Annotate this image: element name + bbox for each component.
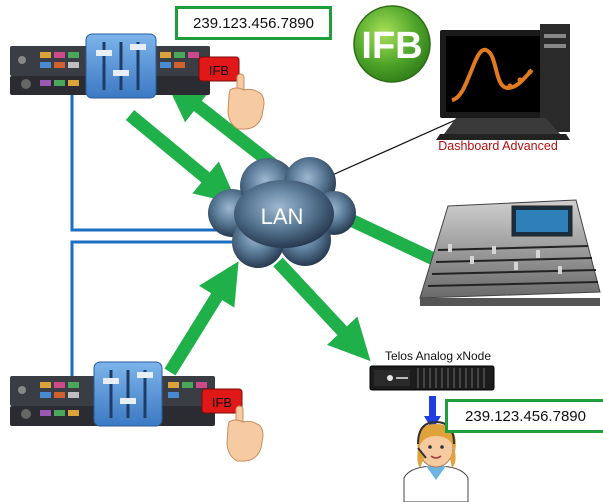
link-bottom-mixer: [70, 240, 232, 380]
lan-cloud: LAN: [208, 157, 356, 268]
ifb-button-bottom[interactable]: [201, 388, 243, 414]
arrow-top-mixer-to-lan: [125, 109, 238, 204]
mixer-top: IFB: [10, 33, 265, 130]
address-box-bottom: 239.123.456.7890: [445, 399, 603, 433]
ifb-button-top-label: IFB: [209, 63, 229, 78]
lan-label: LAN: [261, 204, 304, 229]
ifb-logo-text: IFB: [361, 25, 422, 67]
monitor-icon: [436, 24, 570, 140]
network-links: [70, 93, 232, 380]
hand-pointer-icon: [227, 73, 265, 130]
ifb-button-top[interactable]: [198, 56, 240, 82]
hand-pointer-icon: [226, 405, 264, 462]
address-box-top: 239.123.456.7890: [175, 6, 332, 40]
mixer-bottom: IFB: [10, 361, 264, 462]
fader-icon: [93, 361, 163, 427]
mixer-bottom-buttons: [18, 382, 207, 419]
ifb-logo-icon: IFB: [353, 5, 431, 83]
ifb-button-bottom-label: IFB: [212, 395, 232, 410]
address-bottom-text: 239.123.456.7890: [465, 407, 586, 425]
address-top-text: 239.123.456.7890: [193, 14, 314, 32]
fader-icon: [85, 33, 157, 99]
xnode-device: [369, 365, 495, 391]
link-top-mixer: [70, 93, 232, 232]
person-icon: [403, 420, 469, 502]
arrow-lan-to-xnode: [273, 257, 371, 362]
console-icon: [419, 199, 601, 306]
computer-label: Dashboard Advanced: [438, 139, 558, 153]
mixer-top-buttons: [18, 52, 199, 89]
link-computer: [309, 117, 461, 186]
xnode-label: Telos Analog xNode: [385, 349, 491, 363]
arrow-bottom-mixer-to-lan: [164, 261, 239, 376]
